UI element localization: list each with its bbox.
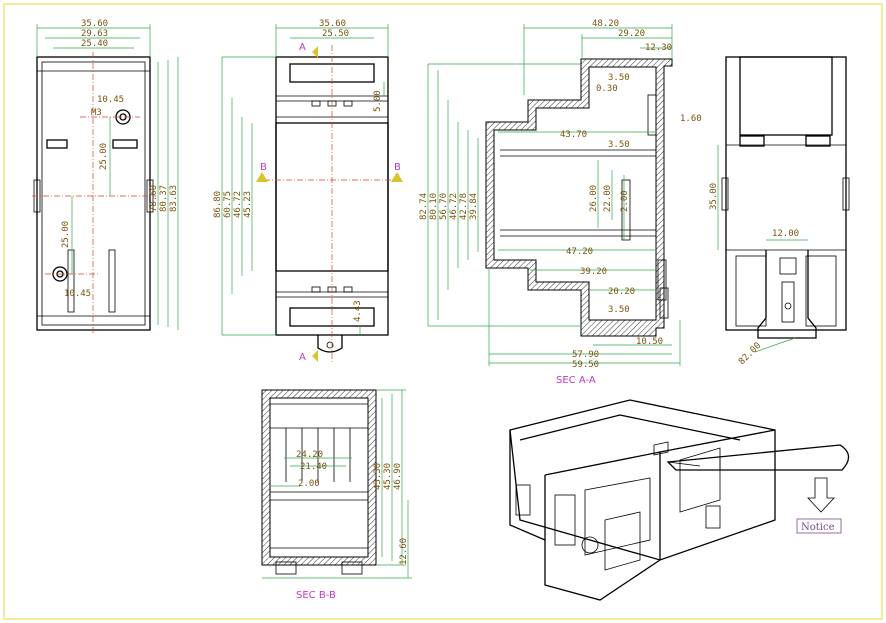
top-dim-45-23: 45.23: [243, 191, 253, 218]
aa-dim-82-74: 82.74: [419, 193, 429, 220]
aa-dim-1-60: 1.60: [680, 114, 702, 124]
aa-dim-80-10: 80.10: [429, 193, 439, 220]
section-aa-label: SEC A-A: [556, 375, 596, 386]
aa-dim-10-50: 10.50: [636, 337, 663, 347]
aa-dim-39-20: 39.20: [580, 267, 607, 277]
front-dim-25-00-lower: 25.00: [61, 221, 71, 248]
section-bb-label: SEC B-B: [296, 590, 336, 601]
section-aa-view: [427, 24, 681, 366]
aa-dim-47-20: 47.20: [566, 247, 593, 257]
front-dim-25-00-upper: 25.00: [99, 143, 109, 170]
front-dim-78-60: 78.60: [149, 185, 159, 212]
side-dim-12-00: 12.00: [772, 229, 799, 239]
aa-dim-2-00: 2.00: [620, 190, 630, 212]
front-view: [32, 24, 179, 335]
aa-dim-42-78: 42.78: [459, 193, 469, 220]
aa-dim-43-70: 43.70: [560, 130, 587, 140]
top-dim-4-43: 4.43: [353, 300, 363, 322]
section-b-left-arrow-icon: [256, 172, 268, 182]
top-dim-35-60: 35.60: [319, 19, 346, 29]
front-dim-80-37: 80.37: [159, 185, 169, 212]
section-b-right-arrow-icon: [391, 172, 403, 182]
sheet-border: [3, 3, 883, 620]
section-a-bottom-arrow-icon: [312, 350, 318, 362]
side-dim-82-00: 82.00: [737, 341, 763, 367]
top-dim-46-72: 46.72: [233, 191, 243, 218]
section-marker-b-right: B: [394, 162, 401, 173]
front-dim-25-40: 25.40: [81, 39, 108, 49]
front-dim-10-45-bottom: 10.45: [64, 289, 91, 299]
side-dim-35-00: 35.00: [709, 183, 719, 210]
top-dim-25-50: 25.50: [322, 29, 349, 39]
top-dim-5-00: 5.00: [373, 90, 383, 112]
side-view: [717, 56, 850, 353]
bb-dim-45-30: 45.30: [383, 463, 393, 490]
front-dim-83-63: 83.63: [169, 185, 179, 212]
aa-dim-3-50-mid: 3.50: [608, 140, 630, 150]
aa-dim-39-84: 39.84: [469, 193, 479, 220]
bb-dim-12-60: 12.60: [399, 538, 409, 565]
bb-dim-2-00: 2.00: [298, 479, 320, 489]
section-a-top-arrow-icon: [312, 46, 318, 58]
top-dim-60-75: 60.75: [223, 191, 233, 218]
section-bb-view: [261, 389, 412, 579]
front-dim-10-45-top: 10.45: [97, 95, 124, 105]
aa-dim-3-50-top: 3.50: [608, 73, 630, 83]
isometric-view: [509, 399, 850, 601]
front-dim-thread-m3: M3: [91, 108, 102, 118]
front-dim-35-60: 35.60: [81, 19, 108, 29]
aa-dim-22-00: 22.00: [603, 185, 613, 212]
top-dim-86-80: 86.80: [213, 191, 223, 218]
notice-box: [796, 518, 842, 534]
aa-dim-3-50-bottom: 3.50: [608, 305, 630, 315]
bb-dim-46-90: 46.90: [393, 463, 403, 490]
aa-dim-29-20: 29.20: [618, 29, 645, 39]
aa-dim-20-20: 20.20: [608, 287, 635, 297]
aa-dim-57-90: 57.90: [572, 350, 599, 360]
top-view: [221, 24, 396, 362]
bb-dim-21-40: 21.40: [300, 462, 327, 472]
aa-dim-59-50: 59.50: [572, 360, 599, 370]
aa-dim-56-70: 56.70: [439, 193, 449, 220]
section-marker-a-bottom: A: [299, 352, 306, 363]
bb-dim-43-30: 43.30: [373, 463, 383, 490]
bb-dim-24-20: 24.20: [296, 450, 323, 460]
aa-dim-0-30: 0.30: [596, 84, 618, 94]
aa-dim-26-00: 26.00: [589, 185, 599, 212]
section-marker-a-top: A: [299, 42, 306, 53]
notice-label: Notice: [801, 522, 835, 533]
aa-dim-48-20: 48.20: [592, 19, 619, 29]
aa-dim-12-30: 12.30: [645, 43, 672, 53]
section-marker-b-left: B: [260, 162, 267, 173]
front-dim-29-63: 29.63: [81, 29, 108, 39]
aa-dim-46-72: 46.72: [449, 193, 459, 220]
